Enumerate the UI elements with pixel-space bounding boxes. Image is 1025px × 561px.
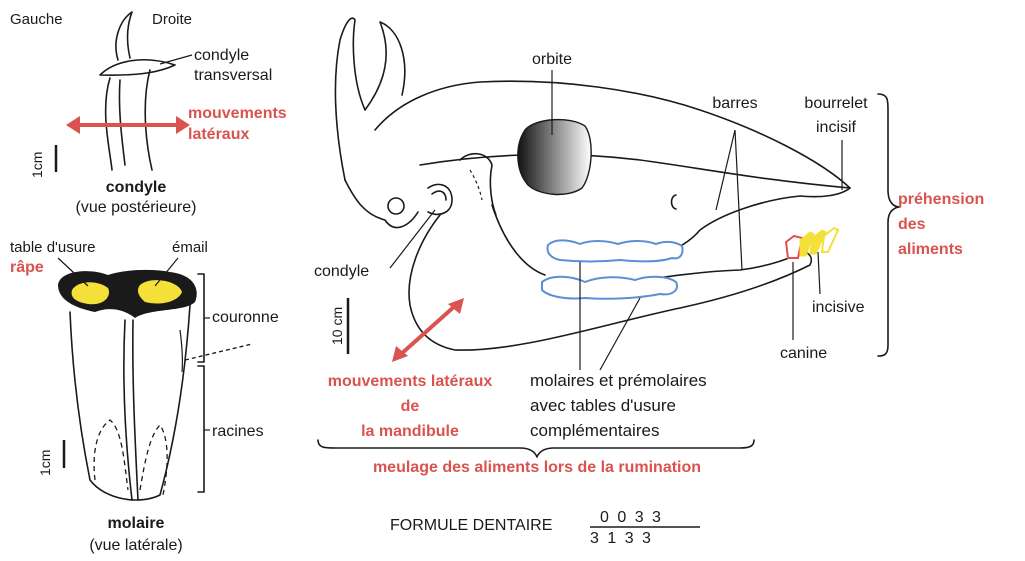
condyle-transversal-leader [160,55,192,64]
meulage-label: meulage des aliments lors de la ruminati… [373,459,701,476]
racines-bracket [198,366,204,492]
droite-label: Droite [152,11,192,28]
condyle-drawing [100,12,175,170]
couronne-label: couronne [212,309,279,326]
mandible-movement-label-1: mouvements latéraux [328,373,493,390]
skull-condyle-label: condyle [314,263,369,280]
prehension-label-1: préhension [898,191,984,208]
rape-label: râpe [10,259,44,276]
condyle-scale-label: 1cm [29,152,45,178]
molaires-label-3: complémentaires [530,421,659,440]
canine-label: canine [780,345,827,362]
racines-label: racines [212,423,264,440]
molar-drawing [58,270,197,500]
upper-molars [548,240,683,261]
skull-scale-label: 10 cm [329,307,345,345]
lower-molars [542,277,677,299]
mouvements-label-1: mouvements [188,105,287,122]
mouvements-label-2: latéraux [188,126,249,143]
crown-root-divider [185,344,252,360]
prehension-bracket [878,94,900,356]
molar-title: molaire [108,515,165,532]
incisive-label: incisive [812,299,865,316]
barres-leader-1 [716,130,735,210]
bourrelet-label-2: incisif [816,119,857,136]
meulage-bracket [318,440,754,457]
prehension-label-2: des [898,216,926,233]
gauche-label: Gauche [10,11,63,28]
barres-label: barres [712,95,757,112]
condyle-subtitle: (vue postérieure) [76,199,197,216]
arrow-head-left [66,116,80,134]
bourrelet-label-1: bourrelet [804,95,868,112]
molaires-label-2: avec tables d'usure [530,396,676,415]
formule-label: FORMULE DENTAIRE [390,517,552,534]
prehension-label-3: aliments [898,241,963,258]
orbite-label: orbite [532,51,572,68]
molar-subtitle: (vue latérale) [89,537,182,554]
molar-scale-label: 1cm [37,450,53,476]
barres-leader-2 [735,130,742,270]
incisive-leader [818,252,820,294]
formule-lower: 3 1 3 3 [590,530,653,547]
mandible-movement-label-3: la mandibule [361,423,459,440]
mandible-movement-label-2: de [401,398,420,415]
condyle-transversal-label-1: condyle [194,47,249,64]
formule-upper: 0 0 3 3 [600,509,663,526]
molaires-leader-2 [600,298,640,370]
condyle-transversal-label-2: transversal [194,67,272,84]
table-usure-label: table d'usure [10,239,95,256]
condyle-title: condyle [106,179,167,196]
skull-drawing [335,18,850,350]
couronne-bracket [198,274,204,362]
email-label: émail [172,239,208,256]
orbit-shape [518,120,591,195]
molaires-label-1: molaires et prémolaires [530,371,707,390]
